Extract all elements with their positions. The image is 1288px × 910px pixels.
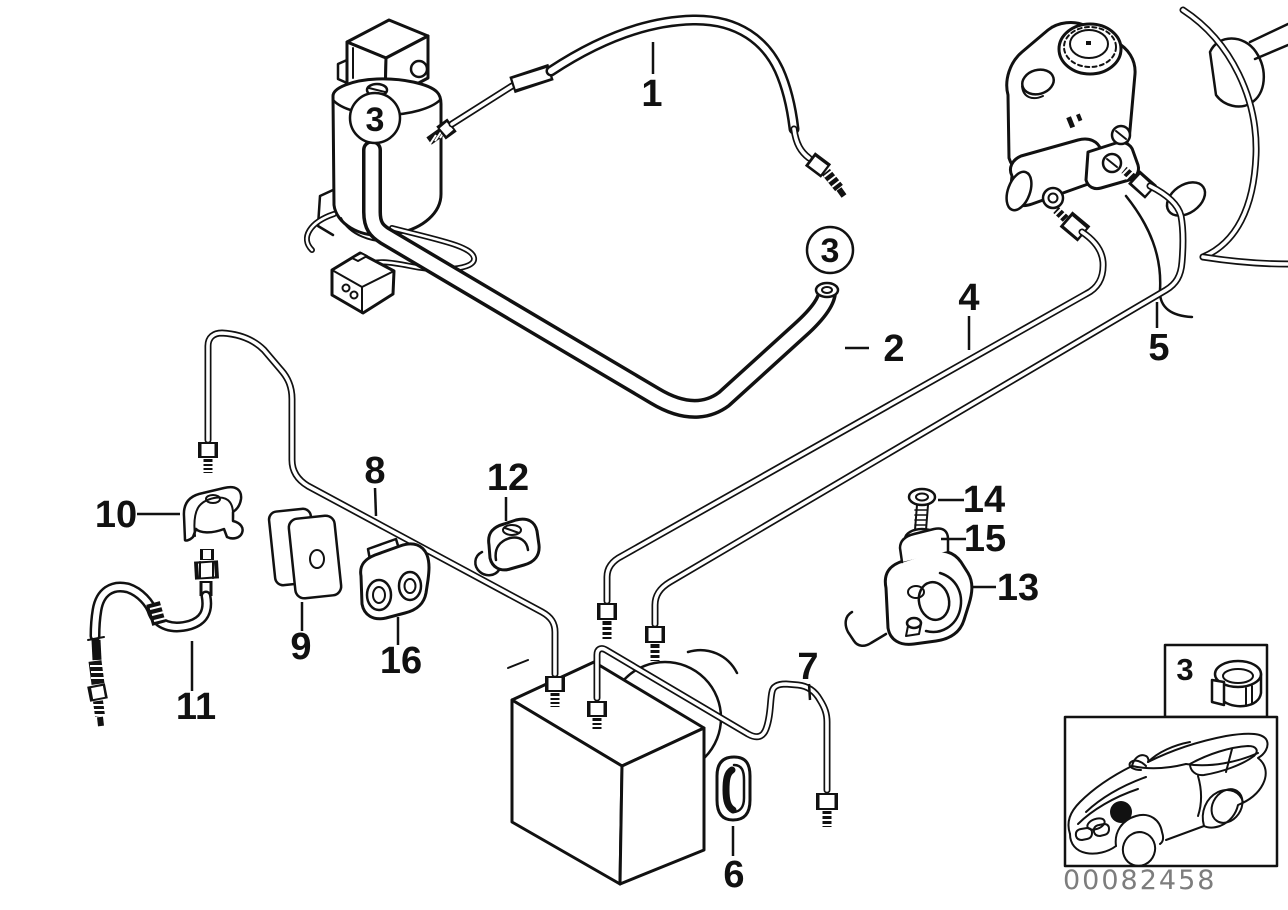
brake-pipe-8 — [198, 329, 565, 707]
callout-5: 5 — [1148, 327, 1169, 369]
bolt-14 — [907, 487, 937, 531]
grommet-6 — [715, 755, 752, 822]
callout-16: 16 — [380, 640, 422, 682]
pad-9 — [267, 507, 343, 600]
location-marker-dot — [1110, 801, 1132, 823]
holder-13 — [844, 527, 974, 647]
callout-1: 1 — [641, 73, 662, 115]
callout-6: 6 — [723, 854, 744, 896]
badge-3-pump-label: 3 — [366, 101, 385, 139]
callout-9: 9 — [290, 626, 311, 668]
brake-hose-2 — [362, 140, 840, 419]
hydraulic-pump-unit — [316, 18, 443, 243]
callout-11: 11 — [176, 686, 216, 728]
pump-harness-connector — [304, 211, 477, 315]
callouts: 1 2 4 5 6 7 8 9 10 11 12 13 14 15 16 — [95, 42, 1170, 896]
circled-badge-3-pump: 3 — [348, 91, 402, 145]
callout-14: 14 — [963, 479, 1005, 521]
callout-2: 2 — [883, 328, 904, 370]
car-locator-box — [1063, 715, 1279, 868]
brake-hose-1 — [426, 14, 847, 198]
callout-12: 12 — [487, 457, 529, 499]
diagram-stamp-number: 00082458 — [1063, 865, 1216, 896]
callout-13: 13 — [997, 567, 1039, 609]
brake-pipe-4 — [597, 206, 1107, 639]
clip-12 — [474, 517, 541, 577]
callout-4: 4 — [958, 277, 979, 319]
callout-10: 10 — [95, 494, 137, 536]
brake-pipe-5 — [645, 166, 1187, 661]
hydro-unit — [507, 648, 739, 886]
legend-item-number: 3 — [1176, 652, 1193, 687]
pipe-clamp-icon — [1210, 659, 1263, 708]
hose-11 — [87, 549, 219, 727]
callout-15: 15 — [964, 518, 1006, 560]
callout-8: 8 — [364, 450, 385, 492]
brake-pipe-7 — [587, 645, 838, 827]
circled-badge-3-hose: 3 — [805, 225, 855, 275]
bracket-10 — [182, 485, 244, 542]
brake-master-cylinder — [1005, 21, 1140, 212]
badge-3-hose-label: 3 — [821, 232, 840, 270]
car-sketch — [1067, 732, 1269, 867]
clamp-16 — [359, 537, 431, 621]
legend-box: 3 — [1163, 643, 1269, 719]
callout-7: 7 — [797, 646, 818, 688]
